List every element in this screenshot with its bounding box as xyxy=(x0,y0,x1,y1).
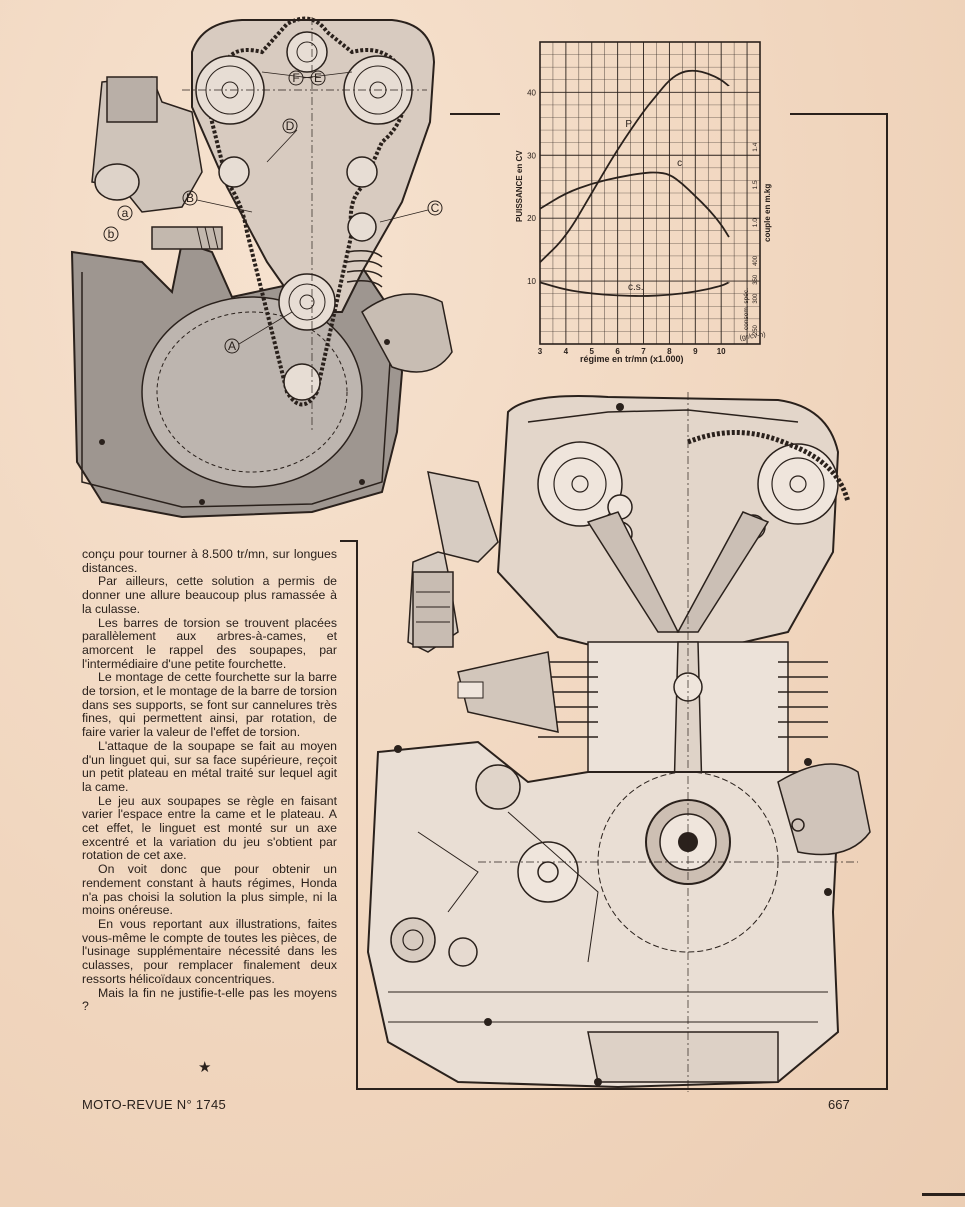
label-C: C xyxy=(431,201,440,215)
y-right-tick-label: 250 xyxy=(753,324,759,335)
torque-curve xyxy=(539,171,730,238)
x-tick-label: 3 xyxy=(538,347,543,356)
chart-grid xyxy=(539,41,761,345)
edge-mark xyxy=(922,1193,965,1196)
y-right-tick-label: 300 xyxy=(753,293,759,304)
y-tick-label: 10 xyxy=(527,277,536,286)
consumption-curve xyxy=(539,281,730,297)
x-tick-label: 7 xyxy=(641,347,646,356)
label-D: D xyxy=(286,119,295,133)
y-tick-label: 30 xyxy=(527,151,536,160)
x-tick-label: 8 xyxy=(667,347,672,356)
magazine-issue: MOTO-REVUE N° 1745 xyxy=(82,1097,227,1112)
label-a: a xyxy=(122,206,129,220)
x-tick-label: 9 xyxy=(693,347,698,356)
x-axis-label: régime en tr/mn (x1.000) xyxy=(580,354,684,364)
x-tick-label: 4 xyxy=(564,347,569,356)
y-right-tick-label: 350 xyxy=(753,274,759,285)
power-curve-label: P xyxy=(625,119,632,130)
engine-cross-section-drawing xyxy=(366,392,871,1092)
article-paragraph: Le jeu aux soupapes se règle en faisant … xyxy=(82,793,337,863)
x-tick-label: 5 xyxy=(590,347,595,356)
y-tick-label: 20 xyxy=(527,214,536,223)
y-right-tick-label: 400 xyxy=(753,255,759,266)
x-tick-label: 10 xyxy=(717,347,726,356)
frame-line-left-top xyxy=(340,540,358,542)
label-b: b xyxy=(108,227,115,241)
article-paragraph: L'attaque de la soupape se fait au moyen… xyxy=(82,738,337,794)
label-B: B xyxy=(186,191,194,205)
y-axis-left-label: PUISSANCE en CV xyxy=(515,150,524,222)
chart-ticks: 3 4 5 6 7 8 9 10 10 20 30 40 1.0 1.5 1.4 400 350 300 250 xyxy=(527,88,759,356)
power-curve xyxy=(539,69,730,263)
article-paragraph: conçu pour tourner à 8.500 tr/mn, sur lo… xyxy=(82,547,337,575)
frame-line-bottom xyxy=(356,1088,888,1090)
label-F: F xyxy=(292,71,299,85)
article-paragraph: En vous reportant aux illustrations, fai… xyxy=(82,916,337,986)
torque-curve-label: c xyxy=(677,158,682,169)
article-paragraph: Le montage de cette fourchette sur la ba… xyxy=(82,670,337,740)
y-right-tick-label: 1.5 xyxy=(752,180,759,189)
article-column: conçu pour tourner à 8.500 tr/mn, sur lo… xyxy=(82,547,337,1014)
frame-line-top-right xyxy=(790,113,888,115)
page-number: 667 xyxy=(828,1097,850,1112)
frame-line-top xyxy=(450,113,500,115)
label-A: A xyxy=(228,339,236,353)
article-paragraph: On voit donc que pour obtenir un rendeme… xyxy=(82,862,337,918)
frame-line-left xyxy=(356,540,358,1090)
chart-series: Pc c.s. xyxy=(539,69,730,297)
y-right-tick-label: 1.4 xyxy=(752,142,759,151)
x-tick-label: 6 xyxy=(615,347,620,356)
y-right-tick-label: 1.0 xyxy=(752,218,759,227)
consumption-curve-label: c.s. xyxy=(628,282,644,293)
frame-line-right xyxy=(886,113,888,1090)
article-paragraph: Mais la fin ne justifie-t-elle pas les m… xyxy=(82,985,337,1014)
unit-box-label: (gr/cv-h) xyxy=(739,331,766,342)
y-axis-right-label: couple en m.kg xyxy=(763,184,772,242)
timing-chain-drawing: F E D B C a b A xyxy=(70,16,453,519)
article-paragraph: Les barres de torsion se trouvent placée… xyxy=(82,615,337,671)
end-star-icon: ★ xyxy=(198,1059,212,1076)
article-paragraph: Par ailleurs, cette solution a permis de… xyxy=(82,574,337,616)
y-axis-right-label-2: consom. spéc. xyxy=(743,288,750,330)
label-E: E xyxy=(314,71,322,85)
y-tick-label: 40 xyxy=(527,88,536,97)
